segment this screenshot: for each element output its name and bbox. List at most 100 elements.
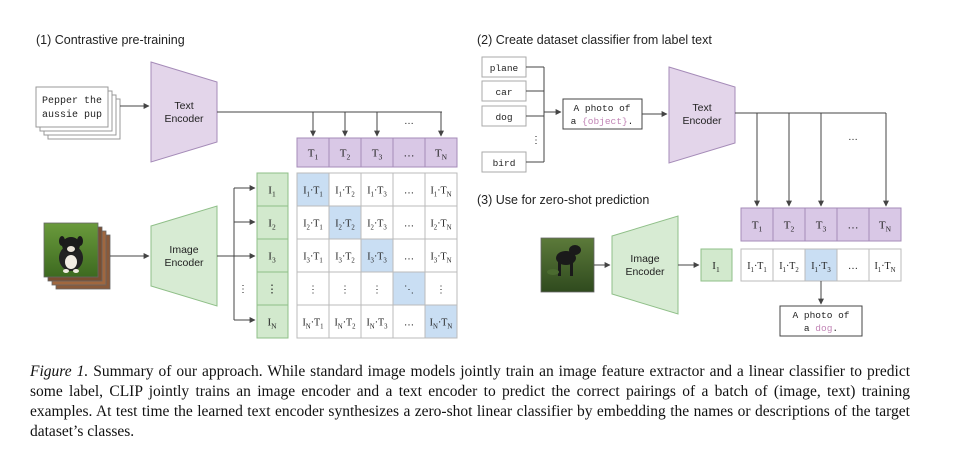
text-encoder-pretraining: Text Encoder: [150, 61, 218, 163]
prompt-prefix: A photo of: [573, 103, 630, 114]
image-feature-zeroshot: I1​: [700, 248, 733, 282]
zeroshot-image-feature-cell: [700, 248, 733, 282]
matrix-cell-label: I3​·TN​: [430, 252, 451, 265]
text-encoder2-output-arrows: [735, 112, 889, 207]
prompt-template: A photo of a {object}.: [562, 98, 643, 130]
matrix-cell: [328, 271, 362, 306]
text-feature-cell: [328, 137, 362, 168]
image-feature-label: I3​: [268, 251, 276, 265]
matrix-cell: [296, 172, 330, 207]
matrix-cell-label: …: [404, 252, 414, 263]
matrix-cell: [424, 205, 458, 240]
text-feature-label: …: [404, 148, 415, 160]
matrix-cell-label: I2​·T1​: [303, 219, 323, 232]
matrix-cell-label: ⋮: [340, 285, 350, 296]
classifier-text-feature-label: T2​: [784, 220, 795, 234]
matrix-cell: [392, 172, 426, 207]
text-encoder2-label-2: Encoder: [682, 115, 722, 127]
label-bracket: [526, 66, 562, 163]
image-feature-cell: [256, 271, 289, 306]
text-encoder-classifier: Text Encoder: [668, 66, 736, 164]
score-cell: [868, 248, 902, 282]
class-label: bird: [493, 158, 516, 169]
matrix-cell-label: …: [404, 186, 414, 197]
matrix-cell-label: IN​·TN​: [430, 318, 453, 331]
score-cell-label: …: [848, 261, 858, 272]
zeroshot-image-feature-label: I1​: [712, 260, 720, 274]
top-ellipsis-pretraining: …: [404, 116, 414, 127]
text-input-stack: Pepper the aussie pup: [35, 86, 121, 140]
figure-caption: Figure 1. Summary of our approach. While…: [30, 362, 910, 442]
label-ellipsis: ⋮: [531, 135, 541, 146]
text-feature-label: T2​: [340, 148, 351, 162]
matrix-cell: [296, 238, 330, 273]
prompt-second-line: a {object}.: [571, 116, 634, 127]
image-encoder-output-arrows: [217, 185, 256, 323]
classifier-title: (2) Create dataset classifier from label…: [477, 33, 712, 47]
text-feature-label: T3​: [372, 148, 383, 162]
text-encoder-label-2: Encoder: [164, 113, 204, 125]
image-feature-cell: [256, 205, 289, 240]
text-input-line-1: Pepper the: [42, 95, 102, 107]
matrix-cell-label: I1​·TN​: [430, 186, 451, 199]
text-feature-cell: [392, 137, 426, 168]
matrix-cell-label: ⋮: [372, 285, 382, 296]
image-encoder-label-2: Encoder: [164, 257, 204, 269]
image-feature-column-pretraining: I1​I2​I3​⋮IN​: [256, 172, 289, 339]
matrix-cell-label: I2​·T3​: [367, 219, 387, 232]
text-encoder-output-arrows: [217, 111, 444, 137]
matrix-cell-label: …: [404, 219, 414, 230]
image-encoder2-label-2: Encoder: [625, 266, 665, 278]
classifier-text-feature-label: T3​: [816, 220, 827, 234]
text-feature-cell: [296, 137, 330, 168]
text-input-line-2: aussie pup: [42, 109, 102, 121]
matrix-cell: [424, 238, 458, 273]
image-encoder-pretraining: Image Encoder: [150, 205, 218, 307]
image-feature-cell: [256, 238, 289, 273]
matrix-cell-label: I3​·T1​: [303, 252, 323, 265]
image-input-stack: [43, 222, 111, 290]
prediction-second-line: a dog.: [804, 323, 838, 334]
classifier-text-feature-cell: [804, 207, 838, 242]
score-cell-label: I1​·T3​: [811, 261, 831, 274]
image-feature-label: ⋮: [267, 284, 278, 296]
classifier-text-feature-label: T1​: [752, 220, 763, 234]
text-feature-row-classifier: T1​ T2​ T3​ … TN​: [740, 207, 902, 242]
text-feature-cell: [424, 137, 458, 168]
prompt-slot: {object}: [582, 116, 628, 127]
matrix-cell-label: ⋱: [404, 285, 414, 296]
matrix-cell-label: I1​·T2​: [335, 186, 355, 199]
prediction-box: A photo of a dog.: [779, 305, 863, 337]
class-label: car: [495, 87, 512, 98]
matrix-cell: [328, 172, 362, 207]
text-encoder2-label-1: Text: [692, 102, 711, 114]
matrix-cell: [360, 205, 394, 240]
score-cell: [740, 248, 774, 282]
matrix-cell-label: IN​·T2​: [334, 318, 356, 331]
classifier-text-feature-label: …: [848, 220, 859, 232]
left-ellipsis-pretraining: ⋮: [238, 284, 248, 295]
matrix-cell-label: ⋮: [436, 285, 446, 296]
image-encoder2-label-1: Image: [630, 253, 659, 265]
matrix-cell-label: I2​·TN​: [430, 219, 451, 232]
image-feature-cell: [256, 304, 289, 339]
matrix-cell-label: I1​·T1​: [303, 186, 323, 199]
puppy-photo: [43, 222, 99, 278]
score-cell-label: I1​·TN​: [874, 261, 895, 274]
top-ellipsis-classifier: …: [848, 132, 858, 143]
text-encoder-label-1: Text: [174, 100, 193, 112]
clip-approach-figure: (1) Contrastive pre-training Pepper the …: [35, 33, 902, 339]
text-feature-row-pretraining: T1​T2​T3​…TN​: [296, 137, 458, 168]
matrix-cell-label: I3​·T3​: [367, 252, 387, 265]
matrix-cell-label: …: [404, 318, 414, 329]
score-cell: [772, 248, 806, 282]
matrix-cell: [328, 304, 362, 339]
matrix-cell-label: IN​·T1​: [302, 318, 323, 331]
prediction-prefix: A photo of: [792, 310, 849, 321]
matrix-cell: [424, 172, 458, 207]
image-feature-cell: [256, 172, 289, 207]
classifier-text-feature-label: TN​: [879, 220, 892, 234]
matrix-cell-label: I3​·T2​: [335, 252, 355, 265]
class-label: plane: [490, 63, 519, 74]
